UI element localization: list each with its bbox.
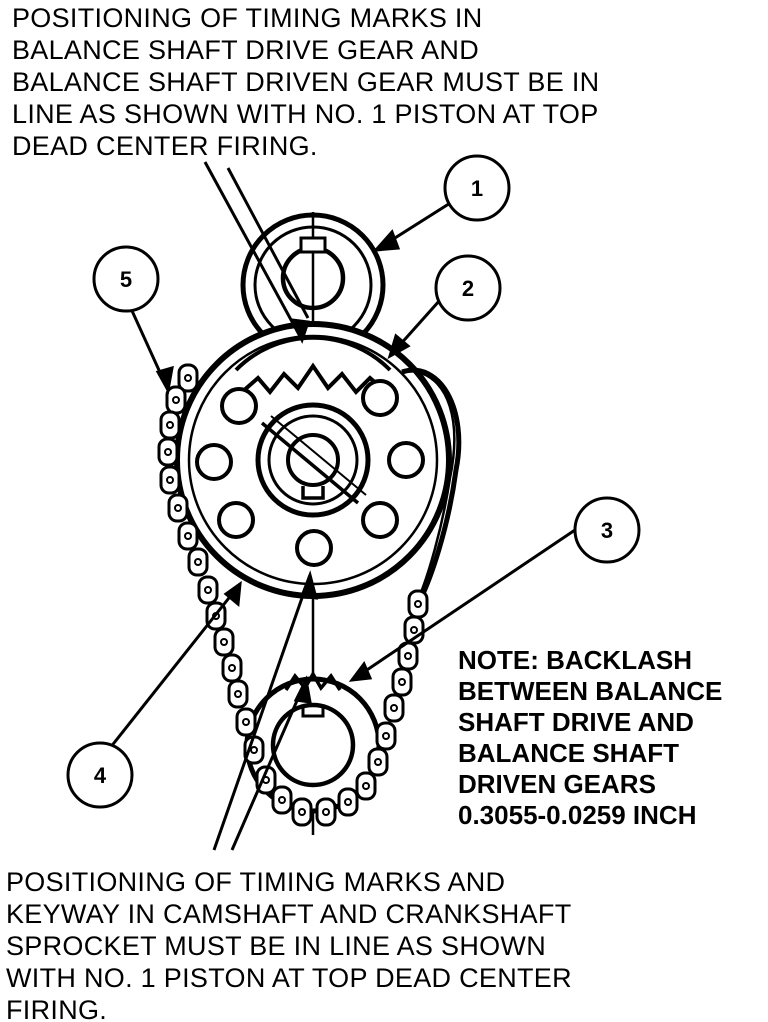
chain-pin — [404, 652, 412, 660]
callout-1: 1 — [443, 154, 511, 222]
chain-pin — [174, 504, 182, 512]
chain-link — [177, 363, 199, 393]
chain-link — [367, 747, 389, 777]
callout-2: 2 — [434, 254, 502, 322]
chain-tensioner-shoe — [401, 367, 462, 602]
chain-pin — [278, 796, 286, 804]
caption-line: FIRING. — [6, 995, 108, 1022]
chain-pin — [234, 690, 242, 698]
chain-link — [221, 653, 243, 683]
chain-pin — [228, 664, 236, 672]
callout-number: 2 — [462, 276, 474, 301]
chain-pin — [398, 678, 406, 686]
chain-link — [227, 679, 249, 709]
caption-line: BALANCE SHAFT DRIVE GEAR AND — [12, 35, 480, 65]
chain-pin — [184, 532, 192, 540]
chain-pin — [184, 374, 192, 382]
chain-pin — [390, 704, 398, 712]
caption-line: POSITIONING OF TIMING MARKS IN — [12, 3, 483, 33]
chain-link — [291, 797, 313, 827]
callout-number: 5 — [120, 267, 132, 292]
chain-link — [197, 575, 219, 605]
chain-link — [355, 771, 377, 801]
chain-link — [167, 493, 189, 523]
chain-link — [213, 627, 235, 657]
chain-link — [235, 707, 257, 737]
chain-link — [159, 410, 181, 440]
callout-number: 4 — [94, 763, 107, 788]
caption-line: WITH NO. 1 PISTON AT TOP DEAD CENTER — [6, 963, 572, 993]
chain-link — [315, 797, 337, 827]
chain-link — [157, 437, 179, 467]
chain-link — [177, 521, 199, 551]
caption-line: SPROCKET MUST BE IN LINE AS SHOWN — [6, 931, 547, 961]
chain-pin — [410, 626, 418, 634]
chain-pin — [322, 808, 330, 816]
caption-line: KEYWAY IN CAMSHAFT AND CRANKSHAFT — [6, 899, 572, 929]
chain-pin — [362, 782, 370, 790]
chain-pin — [374, 758, 382, 766]
callout-5: 5 — [92, 245, 160, 313]
chain-link — [187, 547, 209, 577]
chain-link — [159, 465, 181, 495]
chain-pin — [194, 558, 202, 566]
chain-pin — [414, 600, 422, 608]
timing-chain — [157, 363, 429, 827]
chain-link — [271, 785, 293, 815]
note-line: BETWEEN BALANCE — [458, 676, 723, 706]
caption-line: DEAD CENTER FIRING. — [12, 131, 318, 161]
chain-pin — [204, 586, 212, 594]
note-line: SHAFT DRIVE AND — [458, 707, 694, 737]
chain-pin — [242, 718, 250, 726]
chain-link — [383, 693, 405, 723]
chain-pin — [166, 476, 174, 484]
note-line: DRIVEN GEARS — [458, 769, 656, 799]
chain-link — [255, 765, 277, 795]
backlash-note: NOTE: BACKLASH BETWEEN BALANCE SHAFT DRI… — [458, 645, 722, 831]
caption-camshaft-crankshaft: POSITIONING OF TIMING MARKS AND KEYWAY I… — [6, 866, 572, 1022]
balance-shaft-driven-gear — [240, 212, 386, 358]
chain-pin — [220, 638, 228, 646]
chain-pin — [344, 798, 352, 806]
camshaft-sprocket — [174, 321, 452, 599]
callout-number: 3 — [601, 518, 613, 543]
chain-pin — [172, 396, 180, 404]
chain-link — [337, 787, 359, 817]
chain-pin — [298, 808, 306, 816]
callout-number: 1 — [471, 176, 483, 201]
chain-pin — [166, 421, 174, 429]
note-line: 0.3055-0.0259 INCH — [458, 800, 697, 830]
caption-line: BALANCE SHAFT DRIVEN GEAR MUST BE IN — [12, 67, 600, 97]
note-line: BALANCE SHAFT — [458, 738, 679, 768]
chain-pin — [164, 448, 172, 456]
note-line: NOTE: BACKLASH — [458, 645, 692, 675]
callout-4: 4 — [66, 741, 134, 809]
caption-balance-shaft: POSITIONING OF TIMING MARKS IN BALANCE S… — [12, 2, 599, 162]
chain-pin — [250, 746, 258, 754]
chain-link — [407, 589, 429, 619]
caption-line: POSITIONING OF TIMING MARKS AND — [6, 867, 506, 897]
chain-link — [391, 667, 413, 697]
caption-line: LINE AS SHOWN WITH NO. 1 PISTON AT TOP — [12, 99, 599, 129]
leader-lines — [108, 161, 576, 851]
callout-3: 3 — [573, 496, 641, 564]
chain-link — [165, 385, 187, 415]
chain-link — [375, 721, 397, 751]
chain-pin — [382, 732, 390, 740]
